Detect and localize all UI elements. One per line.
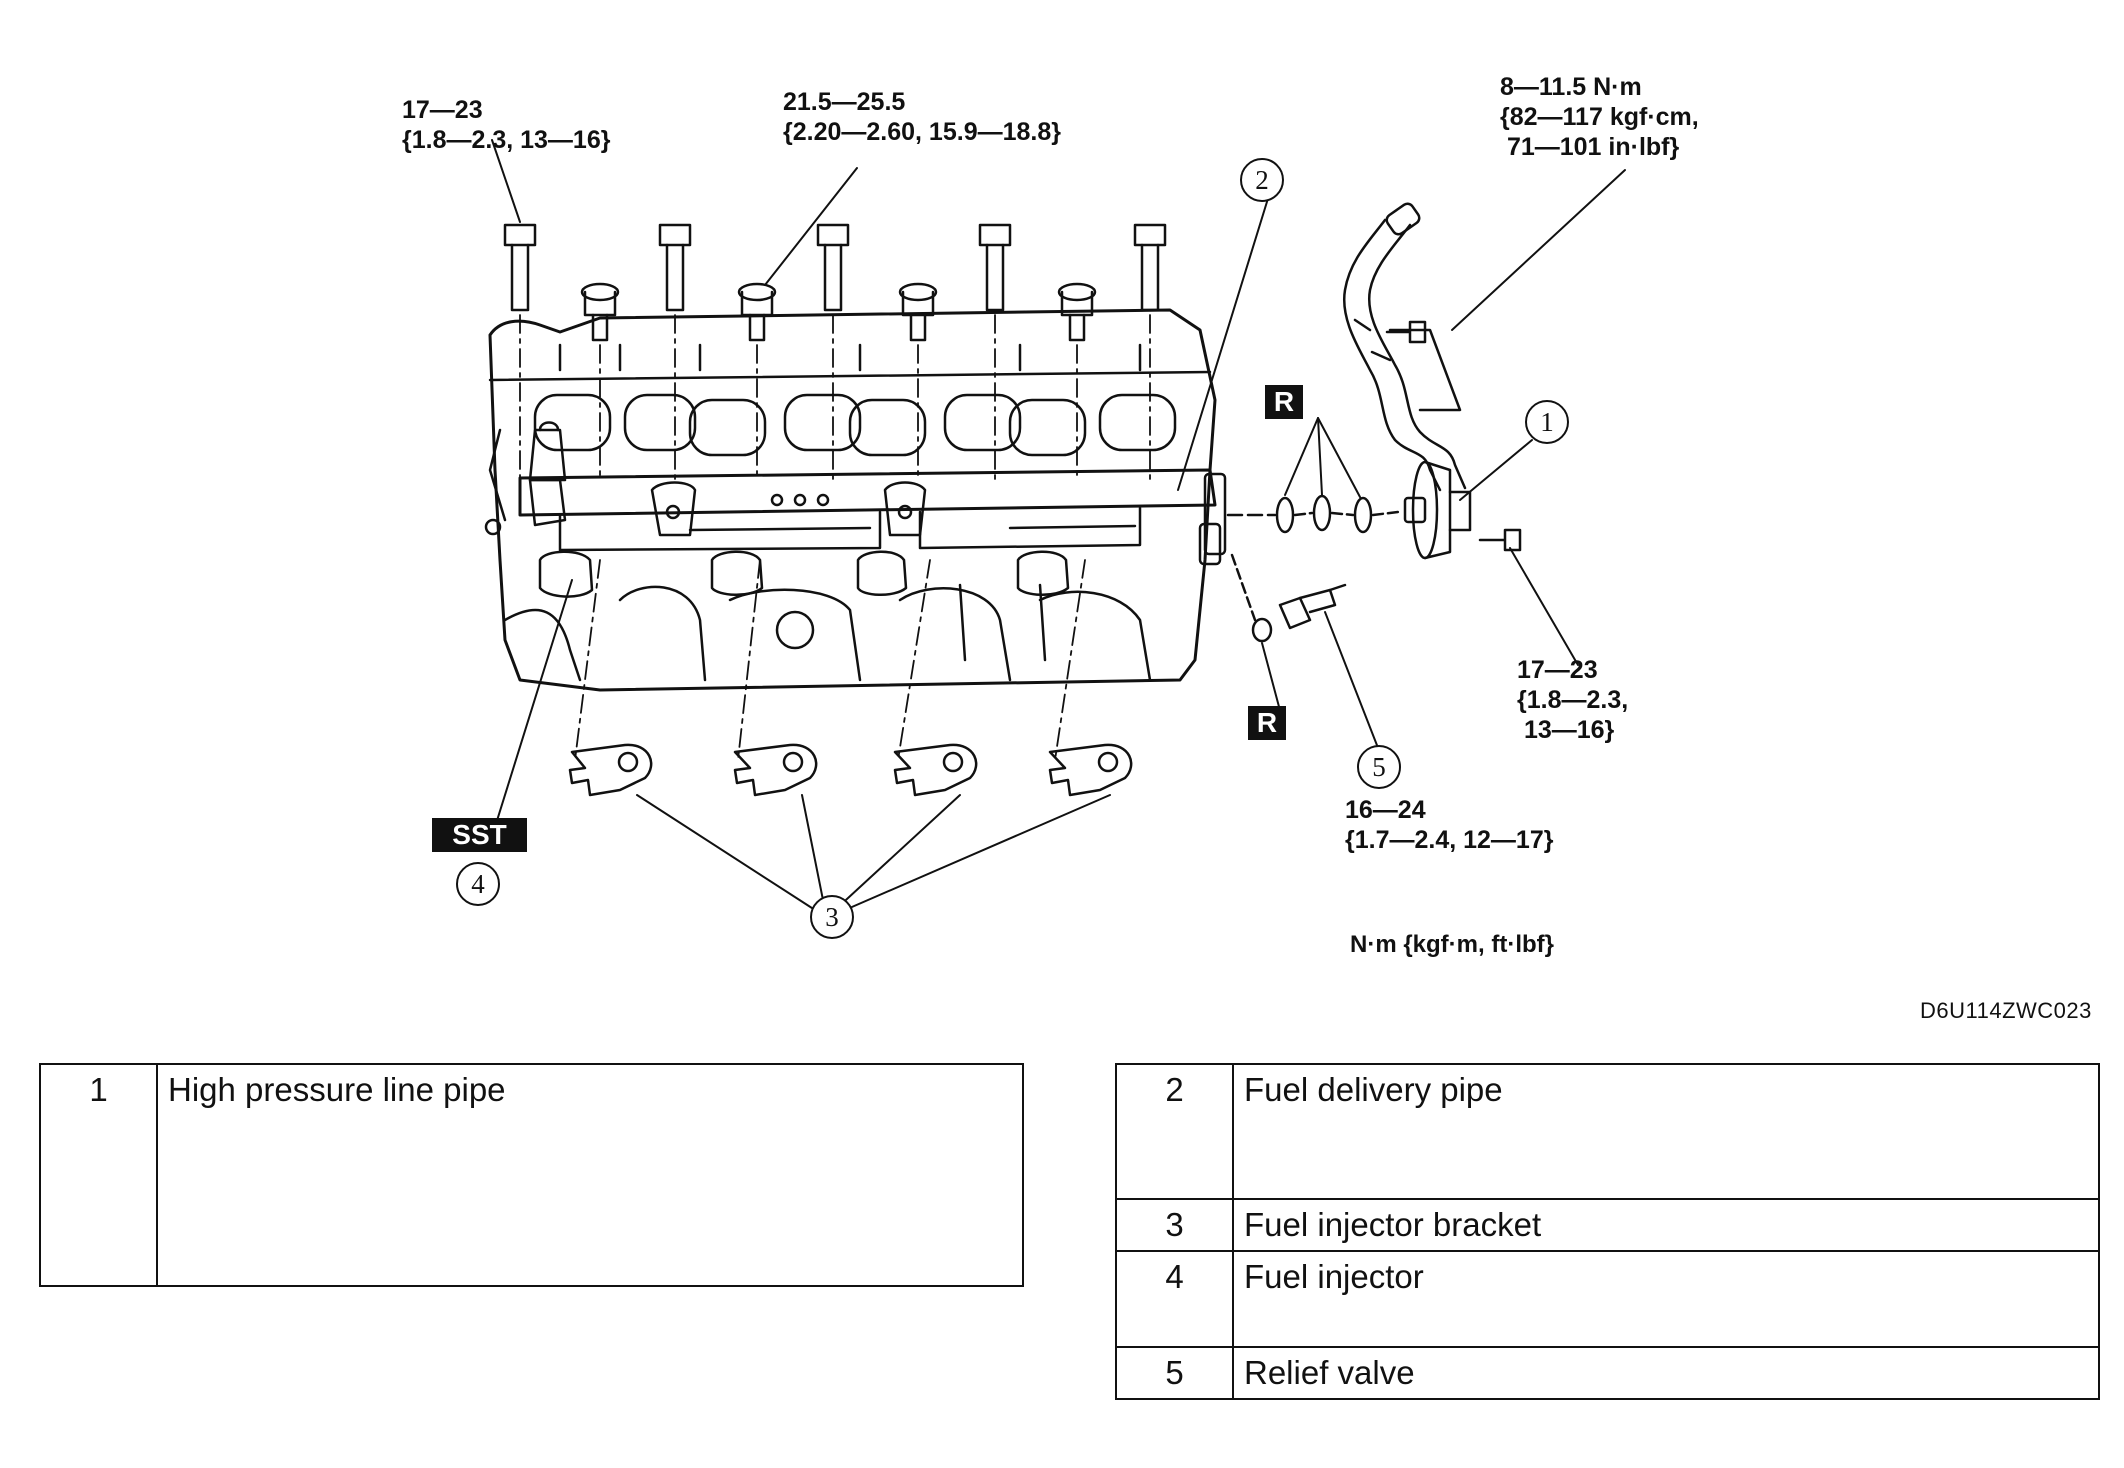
fuel-delivery-pipe [484,421,1227,566]
parts-legend-left: 1 High pressure line pipe [39,1063,1024,1287]
high-pressure-line-pipe [1342,202,1522,560]
exploded-view-drawing [484,139,1626,911]
units-note: N·m {kgf·m, ft·lbf} [1350,931,1554,958]
legend-label: Fuel delivery pipe [1232,1063,2100,1200]
legend-label: Fuel injector [1232,1250,2100,1348]
legend-number: 3 [1115,1198,1234,1252]
callout-2: 2 [1240,158,1284,202]
leader-lines [491,139,1626,911]
torque-spec-head-bolts: 17—23 {1.8—2.3, 13—16} [402,96,611,154]
callout-1: 1 [1525,400,1569,444]
cylinder-head [488,308,1217,692]
callout-4: 4 [456,862,500,906]
torque-spec-nuts: 21.5—25.5 {2.20—2.60, 15.9—18.8} [783,88,1061,146]
torque-spec-pipe-clamp-bolt: 8—11.5 N·m {82—117 kgf·cm, 71—101 in·lbf… [1500,73,1699,161]
nut [737,282,777,342]
legend-number: 5 [1115,1346,1234,1400]
torque-spec-relief-valve: 16—24 {1.7—2.4, 12—17} [1345,796,1554,854]
legend-number: 1 [39,1063,158,1287]
bolt [978,223,1012,312]
nut [580,282,620,342]
rail-bolts [503,223,1167,481]
injector-brackets [568,559,1133,797]
sst-badge: SST [432,818,527,852]
figure-code: D6U114ZWC023 [1920,998,2092,1023]
nut [898,282,938,342]
replace-badge: R [1248,706,1286,740]
bolt [658,223,692,312]
legend-row: 2 Fuel delivery pipe [1115,1063,2100,1200]
replace-badge: R [1265,385,1303,419]
fuel-injectors [538,550,1070,598]
callout-5: 5 [1357,745,1401,789]
legend-label: High pressure line pipe [156,1063,1024,1287]
legend-row: 1 High pressure line pipe [39,1063,1024,1287]
nut [1057,282,1097,342]
callout-3: 3 [810,895,854,939]
seal-rings [1226,494,1400,643]
legend-label: Fuel injector bracket [1232,1198,2100,1252]
bolt [816,223,850,312]
parts-legend-right: 2 Fuel delivery pipe 3 Fuel injector bra… [1115,1063,2100,1400]
torque-spec-flange-bolt: 17—23 {1.8—2.3, 13—16} [1517,656,1629,744]
legend-row: 3 Fuel injector bracket [1115,1198,2100,1252]
bolt [1133,223,1167,312]
legend-row: 5 Relief valve [1115,1346,2100,1400]
legend-number: 4 [1115,1250,1234,1348]
legend-label: Relief valve [1232,1346,2100,1400]
legend-row: 4 Fuel injector [1115,1250,2100,1348]
bolt [503,223,537,312]
legend-number: 2 [1115,1063,1234,1200]
